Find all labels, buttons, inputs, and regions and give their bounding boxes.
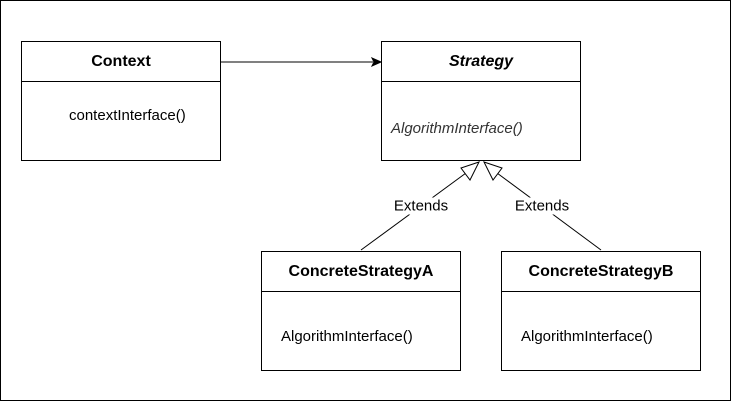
class-box-concrete-strategy-b[interactable]: ConcreteStrategyB AlgorithmInterface() — [501, 251, 701, 371]
class-box-concrete-strategy-a[interactable]: ConcreteStrategyA AlgorithmInterface() — [261, 251, 461, 371]
method-algorithm-interface-abstract: AlgorithmInterface() — [391, 120, 523, 137]
method-context-interface: contextInterface() — [69, 107, 186, 124]
class-box-strategy[interactable]: Strategy AlgorithmInterface() — [381, 41, 581, 161]
method-algorithm-interface-a: AlgorithmInterface() — [281, 328, 413, 345]
class-methods-concrete-strategy-b: AlgorithmInterface() — [502, 292, 700, 370]
generalization-arrowhead-b — [483, 161, 503, 181]
class-methods-concrete-strategy-a: AlgorithmInterface() — [262, 292, 460, 370]
class-name-concrete-strategy-b: ConcreteStrategyB — [502, 252, 700, 292]
relation-label-extends-a: Extends — [391, 197, 451, 215]
association-arrowhead — [370, 56, 383, 68]
relation-label-extends-b: Extends — [512, 197, 572, 215]
class-name-context: Context — [22, 42, 220, 82]
method-algorithm-interface-b: AlgorithmInterface() — [521, 328, 653, 345]
generalization-arrowhead-a — [460, 161, 480, 181]
class-methods-strategy: AlgorithmInterface() — [382, 82, 580, 160]
class-name-concrete-strategy-a: ConcreteStrategyA — [262, 252, 460, 292]
class-methods-context: contextInterface() — [22, 82, 220, 160]
class-name-strategy: Strategy — [382, 42, 580, 82]
class-box-context[interactable]: Context contextInterface() — [21, 41, 221, 161]
